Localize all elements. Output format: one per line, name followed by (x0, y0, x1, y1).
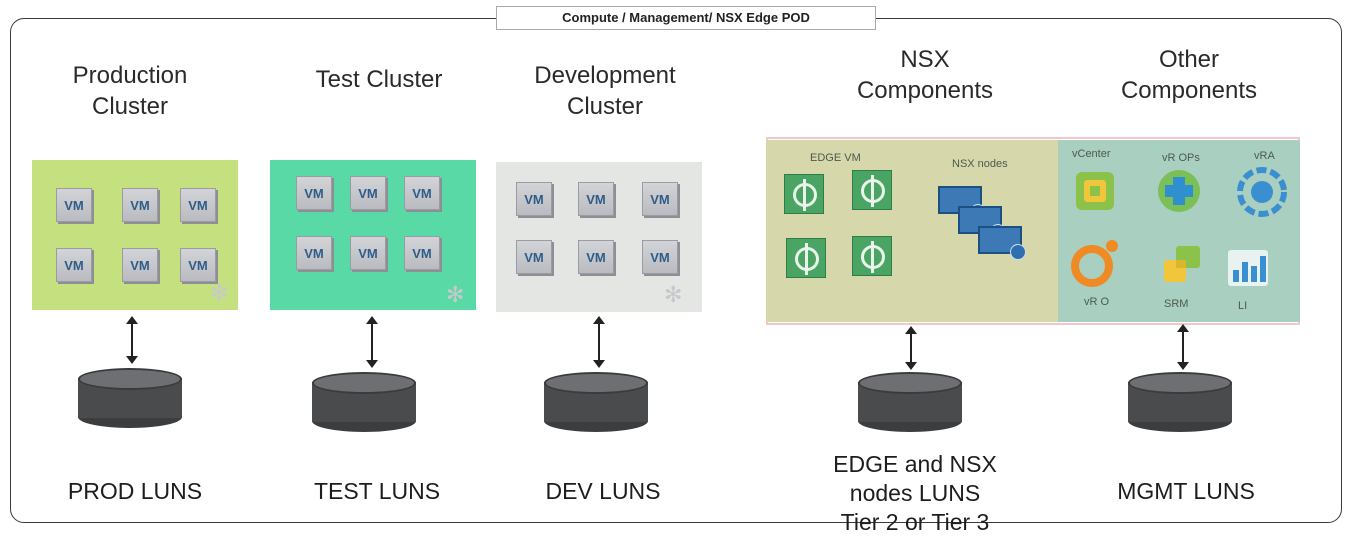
double-arrow (126, 316, 138, 364)
vm-icon: VM (56, 248, 92, 282)
title-line: Cluster (91, 93, 169, 120)
gear-icon: ✻ (446, 282, 465, 307)
vm-icon: VM (642, 182, 678, 216)
storage-disk-icon (78, 368, 182, 428)
gear-icon: ✻ (210, 280, 229, 305)
storage-disk-icon (544, 372, 648, 432)
prod-luns-label: PROD LUNS (67, 478, 203, 504)
vra-icon (1234, 164, 1290, 220)
test-cluster-title: Test Cluster (284, 64, 474, 95)
vm-icon: VM (180, 188, 216, 222)
vm-icon: VM (350, 176, 386, 210)
edge-vm-icon (852, 170, 892, 210)
vro-label: vR O (1084, 296, 1110, 308)
other-components-title: Other Components (1094, 44, 1284, 106)
edge-nsx-luns-label: EDGE and NSX nodes LUNS Tier 2 or Tier 3 (810, 450, 1020, 537)
storage-disk-icon (312, 372, 416, 432)
title-line: Other (1158, 46, 1220, 73)
vm-icon: VM (296, 236, 332, 270)
vcenter-label: vCenter (1072, 148, 1111, 160)
other-components-panel: vCenter vR OPs vRA (1058, 140, 1300, 322)
storage-disk-icon (858, 372, 962, 432)
lun-line: Tier 2 or Tier 3 (840, 509, 990, 535)
production-cluster-box: VM VM VM VM VM VM ✻ (32, 160, 238, 310)
vrops-icon (1154, 166, 1204, 216)
pod-title: Compute / Management/ NSX Edge POD (496, 6, 876, 30)
title-line: Components (856, 77, 994, 104)
title-line: Development (534, 62, 676, 89)
vm-icon: VM (122, 248, 158, 282)
nsx-components-panel: EDGE VM NSX nodes (766, 140, 1062, 322)
vm-icon: VM (516, 240, 552, 274)
vm-icon: VM (578, 182, 614, 216)
development-cluster-box: VM VM VM VM VM VM ✻ (496, 162, 702, 312)
vm-icon: VM (296, 176, 332, 210)
vm-icon: VM (404, 176, 440, 210)
title-line: NSX (900, 46, 950, 73)
vm-icon: VM (516, 182, 552, 216)
vm-icon: VM (350, 236, 386, 270)
double-arrow (366, 316, 378, 368)
storage-disk-icon (1128, 372, 1232, 432)
vcenter-icon (1070, 166, 1120, 216)
vro-icon (1068, 236, 1124, 292)
edge-vm-label: EDGE VM (810, 152, 861, 164)
vm-icon: VM (404, 236, 440, 270)
vm-icon: VM (122, 188, 158, 222)
dev-luns-label: DEV LUNS (545, 478, 661, 504)
vm-icon: VM (642, 240, 678, 274)
test-cluster-box: VM VM VM VM VM VM ✻ (270, 160, 476, 310)
production-cluster-title: Production Cluster (40, 60, 220, 122)
development-cluster-title: Development Cluster (500, 60, 710, 122)
nsx-components-title: NSX Components (820, 44, 1030, 106)
mgmt-luns-label: MGMT LUNS (1117, 478, 1255, 504)
srm-icon (1158, 240, 1206, 288)
srm-label: SRM (1164, 298, 1189, 310)
title-line: Cluster (566, 93, 644, 120)
nsx-nodes-label: NSX nodes (952, 158, 1008, 170)
lun-line: nodes LUNS (849, 480, 981, 506)
vm-icon: VM (578, 240, 614, 274)
li-icon (1224, 244, 1272, 292)
li-label: LI (1238, 300, 1248, 312)
vra-label: vRA (1254, 150, 1275, 162)
edge-vm-icon (852, 236, 892, 276)
double-arrow (905, 326, 917, 370)
nsx-node-icon (978, 226, 1026, 260)
gear-icon: ✻ (664, 282, 683, 307)
lun-line: EDGE and NSX (833, 451, 997, 477)
title-line: Production (72, 62, 188, 89)
double-arrow (1177, 324, 1189, 370)
test-luns-label: TEST LUNS (313, 478, 441, 504)
vm-icon: VM (180, 248, 216, 282)
vrops-label: vR OPs (1162, 152, 1200, 164)
edge-vm-icon (784, 174, 824, 214)
title-line: Test Cluster (315, 66, 443, 93)
double-arrow (593, 316, 605, 368)
edge-vm-icon (786, 238, 826, 278)
vm-icon: VM (56, 188, 92, 222)
title-line: Components (1120, 77, 1258, 104)
